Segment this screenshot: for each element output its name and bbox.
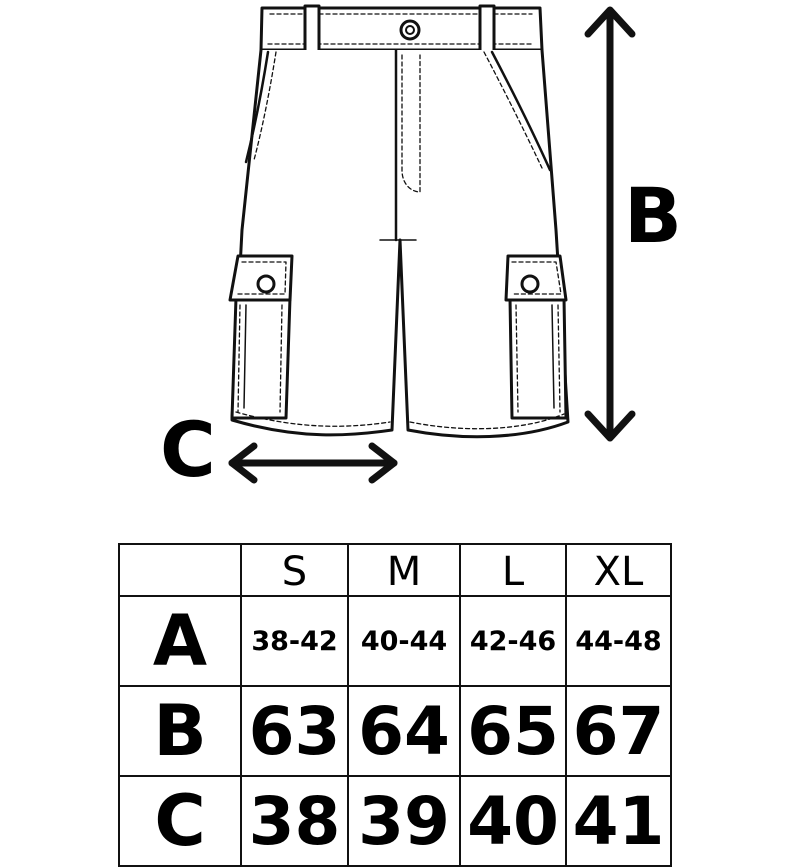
size-header: M xyxy=(347,543,461,597)
cargo-button-left xyxy=(256,274,276,294)
dimension-label-b: B xyxy=(624,171,682,260)
cargo-button-right xyxy=(520,274,540,294)
belt-loop-right xyxy=(478,4,496,56)
pocket-left xyxy=(244,50,270,164)
table-cell: 64 xyxy=(347,685,461,777)
arrow-b xyxy=(584,6,636,442)
size-header: L xyxy=(459,543,567,597)
row-label: C xyxy=(118,775,242,867)
table-cell: 42-46 xyxy=(459,595,567,687)
table-cell: 44-48 xyxy=(565,595,672,687)
table-cell: 65 xyxy=(459,685,567,777)
dimension-label-c: C xyxy=(160,405,216,494)
pocket-right xyxy=(490,50,552,172)
cargo-shorts-diagram xyxy=(228,4,636,484)
table-cell: 67 xyxy=(565,685,672,777)
table-cell: 41 xyxy=(565,775,672,867)
table-row: C 38 39 40 41 xyxy=(118,775,672,867)
table-cell: 39 xyxy=(347,775,461,867)
row-label: B xyxy=(118,685,242,777)
table-row: A 38-42 40-44 42-46 44-48 xyxy=(118,595,672,687)
table-row: B 63 64 65 67 xyxy=(118,685,672,777)
table-corner-cell xyxy=(118,543,242,597)
table-cell: 40-44 xyxy=(347,595,461,687)
table-cell: 38 xyxy=(240,775,349,867)
table-header-row: S M L XL xyxy=(118,543,672,597)
size-header: XL xyxy=(565,543,672,597)
size-header: S xyxy=(240,543,349,597)
row-label: A xyxy=(118,595,242,687)
table-cell: 63 xyxy=(240,685,349,777)
table-cell: 40 xyxy=(459,775,567,867)
belt-loop-left xyxy=(303,4,321,56)
table-cell: 38-42 xyxy=(240,595,349,687)
size-chart-table: S M L XL A 38-42 40-44 42-46 44-48 B 63 … xyxy=(118,543,672,867)
waist-button xyxy=(399,19,421,41)
arrow-c xyxy=(228,442,398,484)
